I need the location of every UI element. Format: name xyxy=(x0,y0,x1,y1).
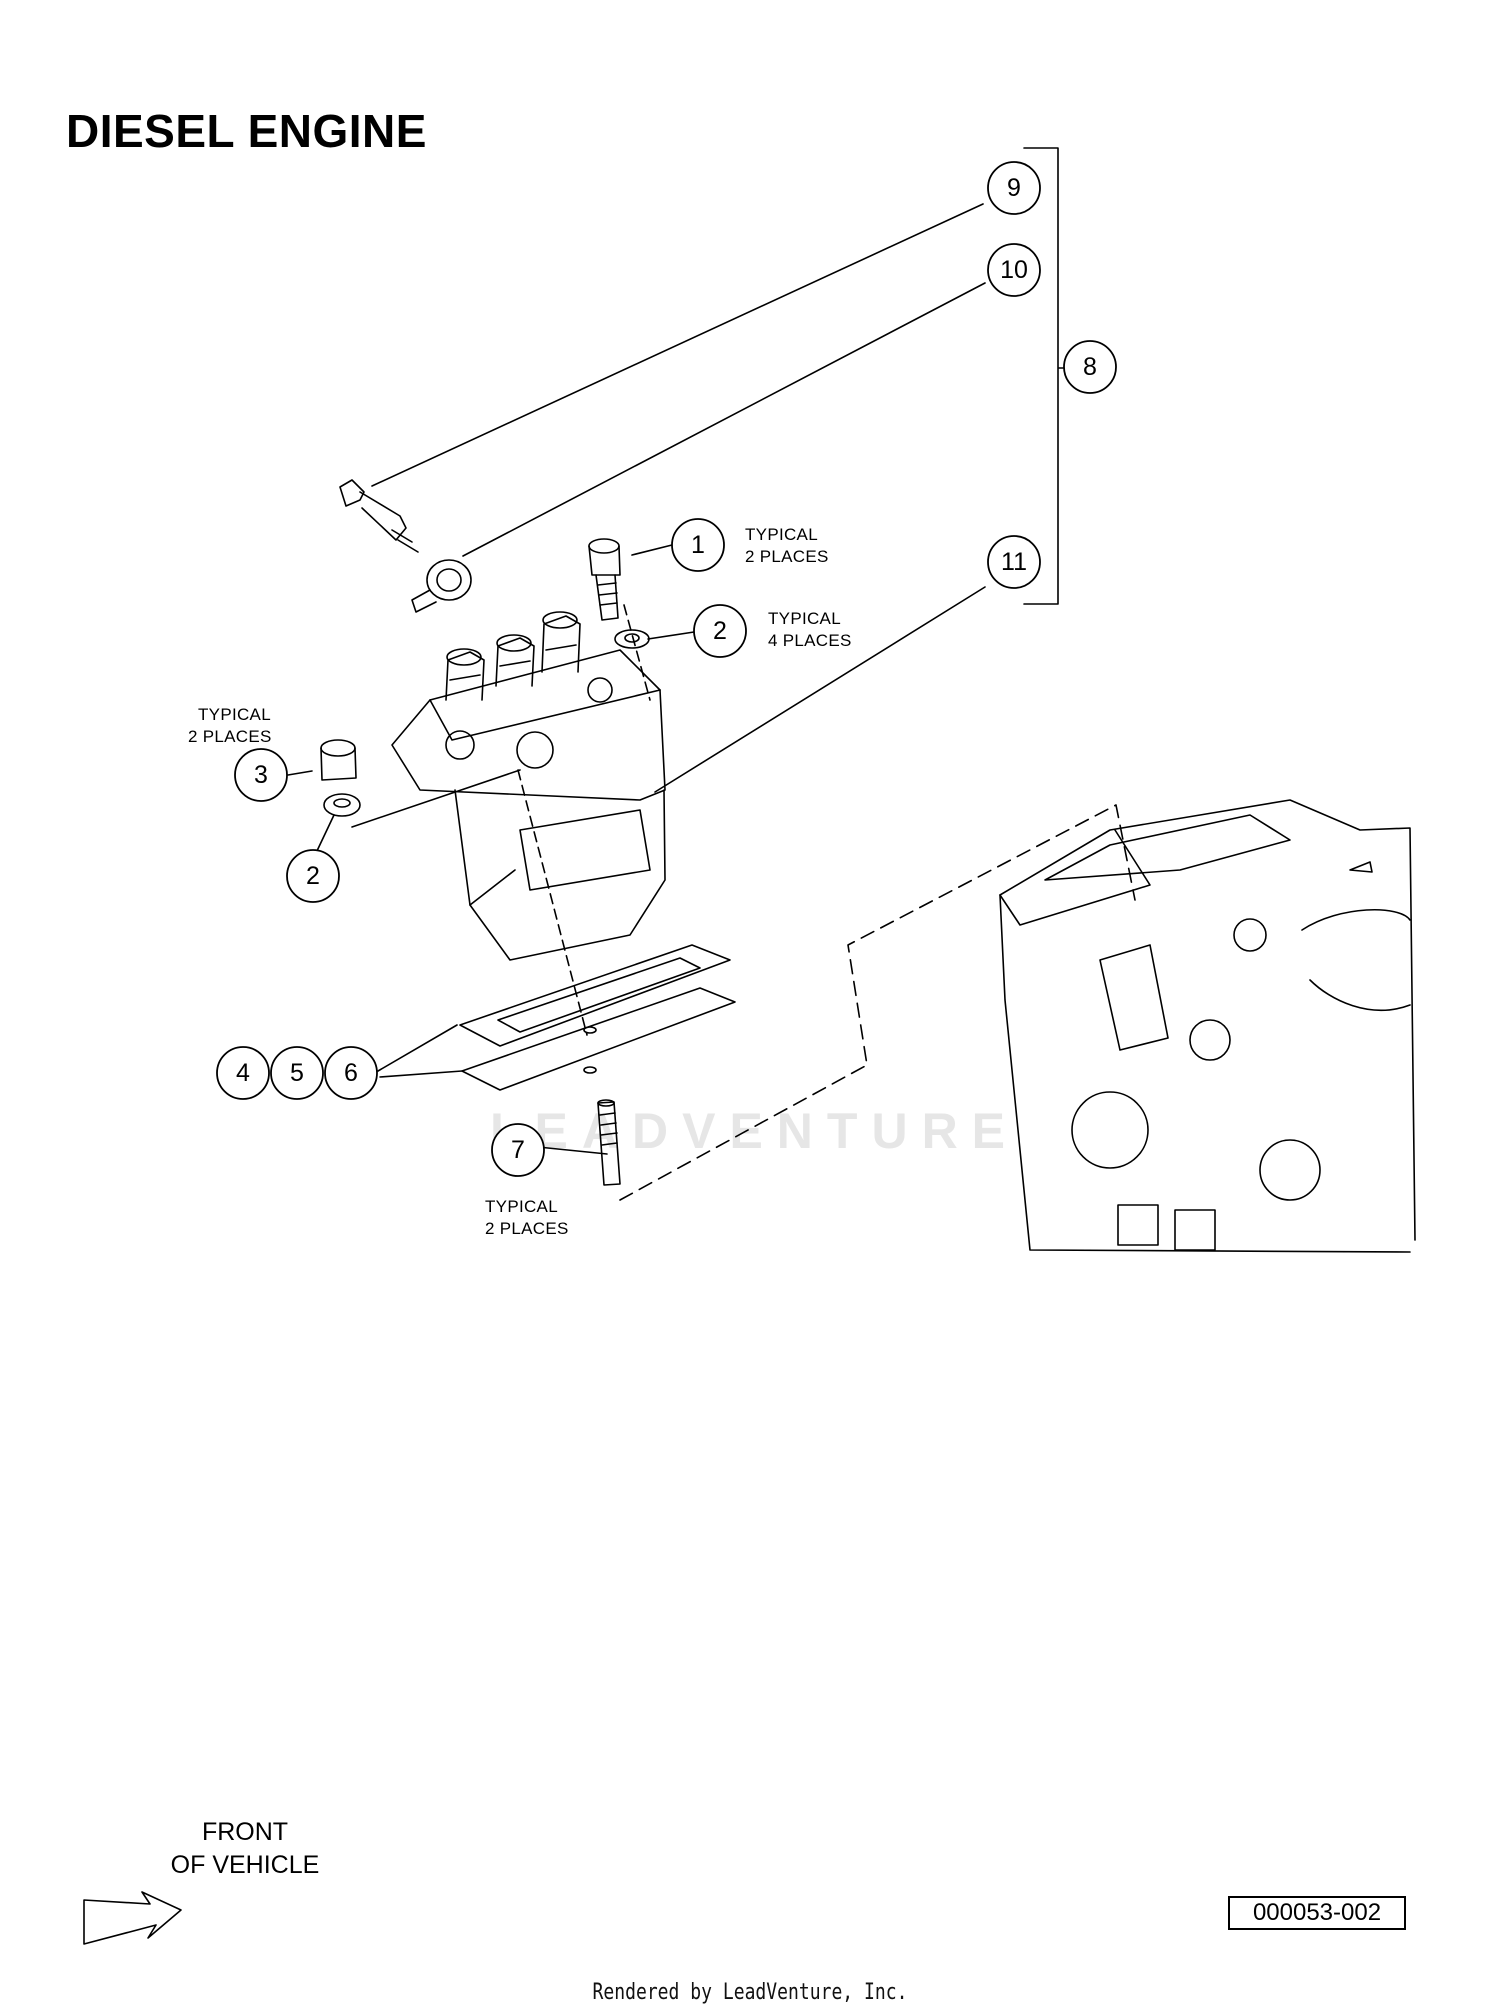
note-3-line1: TYPICAL xyxy=(198,705,271,724)
callout-circle-9 xyxy=(987,161,1041,215)
callout-circle-6 xyxy=(324,1046,378,1100)
note-3-line2: 2 PLACES xyxy=(188,727,272,746)
front-of-vehicle-label: FRONT OF VEHICLE xyxy=(160,1816,330,1882)
note-7-line1: TYPICAL xyxy=(485,1197,558,1216)
leader-456-top xyxy=(377,1024,458,1072)
callout-circle-8 xyxy=(1063,340,1117,394)
leader-456-bot xyxy=(379,1070,463,1078)
footer-credit: Rendered by LeadVenture, Inc. xyxy=(592,1980,908,2005)
callout-label-5: 5 xyxy=(290,1059,304,1087)
callout-circle-3 xyxy=(234,748,288,802)
callout-label-3: 3 xyxy=(254,761,268,789)
callout-label-10: 10 xyxy=(1000,256,1028,284)
leader-11 xyxy=(654,586,986,793)
callout-circle-7 xyxy=(491,1123,545,1177)
callout-label-9: 9 xyxy=(1007,174,1021,202)
alignment-line-bolt xyxy=(623,604,651,701)
callout-label-1: 1 xyxy=(691,531,705,559)
stud-part-7 xyxy=(597,1099,621,1186)
banjo-bolt-part xyxy=(339,479,419,553)
reference-number-box: 000053-002 xyxy=(1228,1896,1406,1930)
callout-circle-2b xyxy=(286,849,340,903)
engine-block xyxy=(999,799,1416,1253)
front-direction-arrow xyxy=(83,1891,182,1945)
callout-circle-10 xyxy=(987,243,1041,297)
leader-7 xyxy=(537,1146,608,1155)
callout-label-8: 8 xyxy=(1083,353,1097,381)
callout-circle-4 xyxy=(216,1046,270,1100)
leader-2b-ext xyxy=(351,769,521,828)
callout-label-2a: 2 xyxy=(713,617,727,645)
callout-circle-5 xyxy=(270,1046,324,1100)
note-2a-line2: 4 PLACES xyxy=(768,631,852,650)
note-2a-line1: TYPICAL xyxy=(768,609,841,628)
front-label-line1: FRONT xyxy=(201,1818,289,1846)
leader-1 xyxy=(631,544,673,556)
gasket-stack xyxy=(459,944,736,1091)
callout-circle-11 xyxy=(987,535,1041,589)
page-title: DIESEL ENGINE xyxy=(66,105,427,157)
front-label-line2: OF VEHICLE xyxy=(170,1851,320,1879)
nut-part-3 xyxy=(320,739,357,781)
note-1-line2: 2 PLACES xyxy=(745,547,829,566)
leader-2a xyxy=(647,631,695,640)
note-7-line2: 2 PLACES xyxy=(485,1219,569,1238)
leader-9 xyxy=(371,203,984,487)
alignment-line-block xyxy=(619,804,1136,1201)
bolt-part-1 xyxy=(588,538,621,621)
callout-label-2b: 2 xyxy=(306,862,320,890)
leader-3 xyxy=(287,770,313,776)
washer-part-2b xyxy=(323,793,361,817)
group-bracket xyxy=(1023,147,1069,605)
washer-part-2a xyxy=(614,629,650,649)
leader-2b xyxy=(315,814,335,854)
callout-label-11: 11 xyxy=(1001,548,1027,576)
callout-label-4: 4 xyxy=(236,1059,250,1087)
alignment-line-pump xyxy=(517,769,588,1036)
callout-label-6: 6 xyxy=(344,1059,358,1087)
injection-pump-body xyxy=(391,611,666,961)
callout-label-7: 7 xyxy=(511,1136,525,1164)
leader-10 xyxy=(462,282,986,557)
banjo-fitting-part xyxy=(411,559,472,613)
callout-circle-1 xyxy=(671,518,725,572)
note-1-line1: TYPICAL xyxy=(745,525,818,544)
callout-circle-2a xyxy=(693,604,747,658)
